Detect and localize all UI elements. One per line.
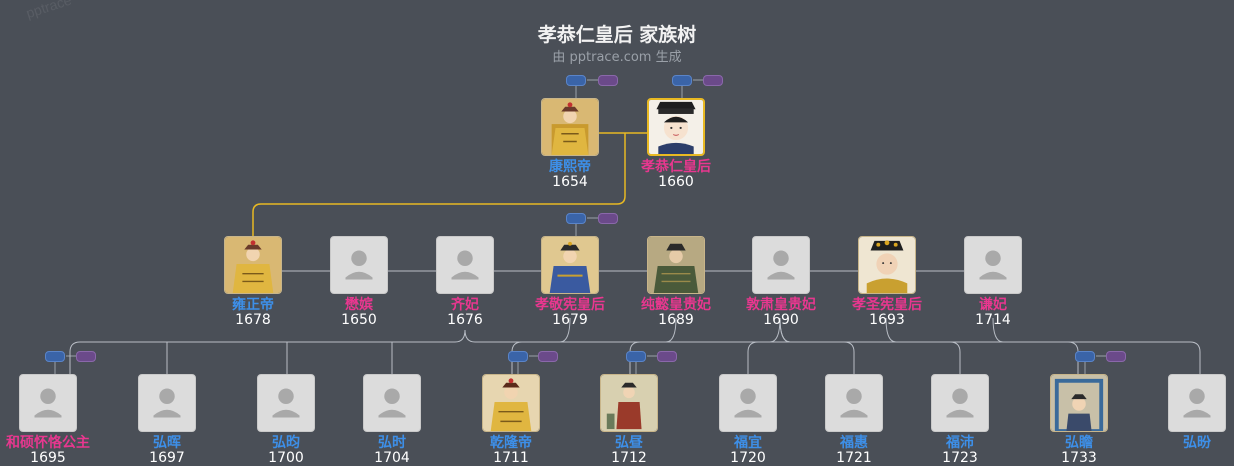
person-name: 孝圣宪皇后 — [852, 297, 922, 313]
expand-mother-button[interactable] — [538, 351, 558, 362]
person-birth-year: 1676 — [447, 312, 483, 328]
person-birth-year: 1697 — [149, 450, 185, 466]
expand-father-button[interactable] — [45, 351, 65, 362]
person-birth-year: 1679 — [552, 312, 588, 328]
page-title: 孝恭仁皇后 家族树 — [537, 24, 697, 46]
person-birth-year: 1723 — [942, 450, 978, 466]
expand-mother-button[interactable] — [76, 351, 96, 362]
person-name: 福宜 — [734, 435, 762, 451]
person-name: 乾隆帝 — [490, 435, 532, 451]
person-name: 福沛 — [946, 435, 974, 451]
portrait-prince-icon — [600, 374, 658, 432]
person-birth-year: 1695 — [30, 450, 66, 466]
portrait-emperor-icon — [482, 374, 540, 432]
person-birth-year: 1714 — [975, 312, 1011, 328]
person-placeholder-icon — [964, 236, 1022, 294]
person-birth-year: 1678 — [235, 312, 271, 328]
person-name: 敦肃皇贵妃 — [746, 297, 816, 313]
person-birth-year: 1700 — [268, 450, 304, 466]
person-name: 孝恭仁皇后 — [641, 159, 711, 175]
portrait-emperor-icon — [224, 236, 282, 294]
expand-father-button[interactable] — [566, 213, 586, 224]
person-placeholder-icon — [436, 236, 494, 294]
person-placeholder-icon — [363, 374, 421, 432]
person-name: 弘瞻 — [1065, 435, 1093, 451]
person-birth-year: 1720 — [730, 450, 766, 466]
person-name: 纯懿皇贵妃 — [641, 297, 711, 313]
expand-mother-button[interactable] — [703, 75, 723, 86]
person-placeholder-icon — [19, 374, 77, 432]
expand-father-button[interactable] — [626, 351, 646, 362]
portrait-prince-icon — [1050, 374, 1108, 432]
expand-stubs — [54, 79, 1106, 374]
portrait-empress-icon — [647, 98, 705, 156]
page-subtitle: 由 pptrace.com 生成 — [552, 50, 682, 65]
person-name: 弘昼 — [615, 435, 643, 451]
person-name: 和硕怀恪公主 — [6, 435, 90, 451]
person-birth-year: 1721 — [836, 450, 872, 466]
person-name: 懋嫔 — [345, 297, 373, 313]
person-placeholder-icon — [931, 374, 989, 432]
person-placeholder-icon — [719, 374, 777, 432]
portrait-empress-crown-icon — [858, 236, 916, 294]
person-name: 孝敬宪皇后 — [535, 297, 605, 313]
person-name: 齐妃 — [451, 297, 479, 313]
expand-mother-button[interactable] — [598, 213, 618, 224]
expand-mother-button[interactable] — [1106, 351, 1126, 362]
person-birth-year: 1712 — [611, 450, 647, 466]
person-birth-year: 1711 — [493, 450, 529, 466]
person-birth-year: 1660 — [658, 174, 694, 190]
person-name: 福惠 — [840, 435, 868, 451]
person-birth-year: 1654 — [552, 174, 588, 190]
person-name: 谦妃 — [979, 297, 1007, 313]
person-placeholder-icon — [1168, 374, 1226, 432]
person-placeholder-icon — [257, 374, 315, 432]
person-placeholder-icon — [330, 236, 388, 294]
portrait-empress-icon — [541, 236, 599, 294]
person-name: 康熙帝 — [549, 159, 591, 175]
person-birth-year: 1704 — [374, 450, 410, 466]
person-birth-year: 1693 — [869, 312, 905, 328]
person-name: 弘晖 — [153, 435, 181, 451]
person-placeholder-icon — [138, 374, 196, 432]
portrait-consort-icon — [647, 236, 705, 294]
expand-father-button[interactable] — [1075, 351, 1095, 362]
person-name: 雍正帝 — [232, 297, 274, 313]
person-name: 弘时 — [378, 435, 406, 451]
spouse-line-gen1 — [252, 132, 648, 236]
person-name: 弘昐 — [1183, 435, 1211, 451]
person-birth-year: 1650 — [341, 312, 377, 328]
expand-father-button[interactable] — [508, 351, 528, 362]
expand-father-button[interactable] — [566, 75, 586, 86]
person-birth-year: 1690 — [763, 312, 799, 328]
expand-mother-button[interactable] — [598, 75, 618, 86]
person-name: 弘昀 — [272, 435, 300, 451]
child-lines-gen3 — [69, 317, 1201, 374]
person-birth-year: 1689 — [658, 312, 694, 328]
portrait-emperor-icon — [541, 98, 599, 156]
expand-father-button[interactable] — [672, 75, 692, 86]
person-placeholder-icon — [825, 374, 883, 432]
expand-mother-button[interactable] — [657, 351, 677, 362]
person-placeholder-icon — [752, 236, 810, 294]
person-birth-year: 1733 — [1061, 450, 1097, 466]
